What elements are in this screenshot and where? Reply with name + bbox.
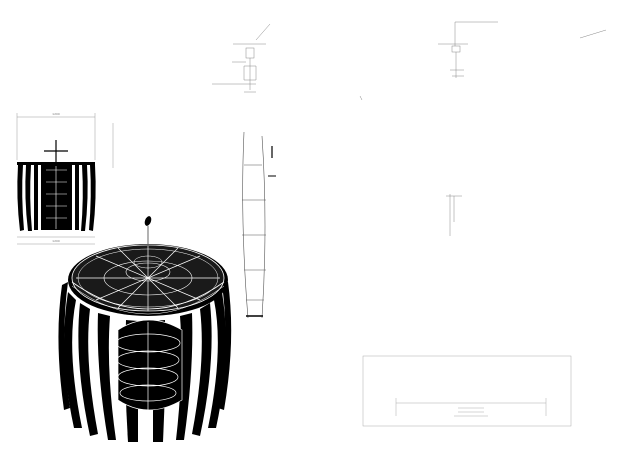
render-core [115,319,183,412]
front-slats [17,165,96,231]
side-profile-view [242,131,276,319]
section-detail-view [359,95,462,236]
title-block [362,355,572,427]
bracket-detail-view [438,21,607,78]
pendant-3d-render [58,216,232,442]
front-elevation-view: 1200 1200 [16,112,114,245]
front-bottom-dimension: 1200 [52,239,60,243]
front-top-dimension: 1200 [52,112,60,116]
render-top-ring [68,244,228,316]
hook-detail-view [212,23,271,93]
